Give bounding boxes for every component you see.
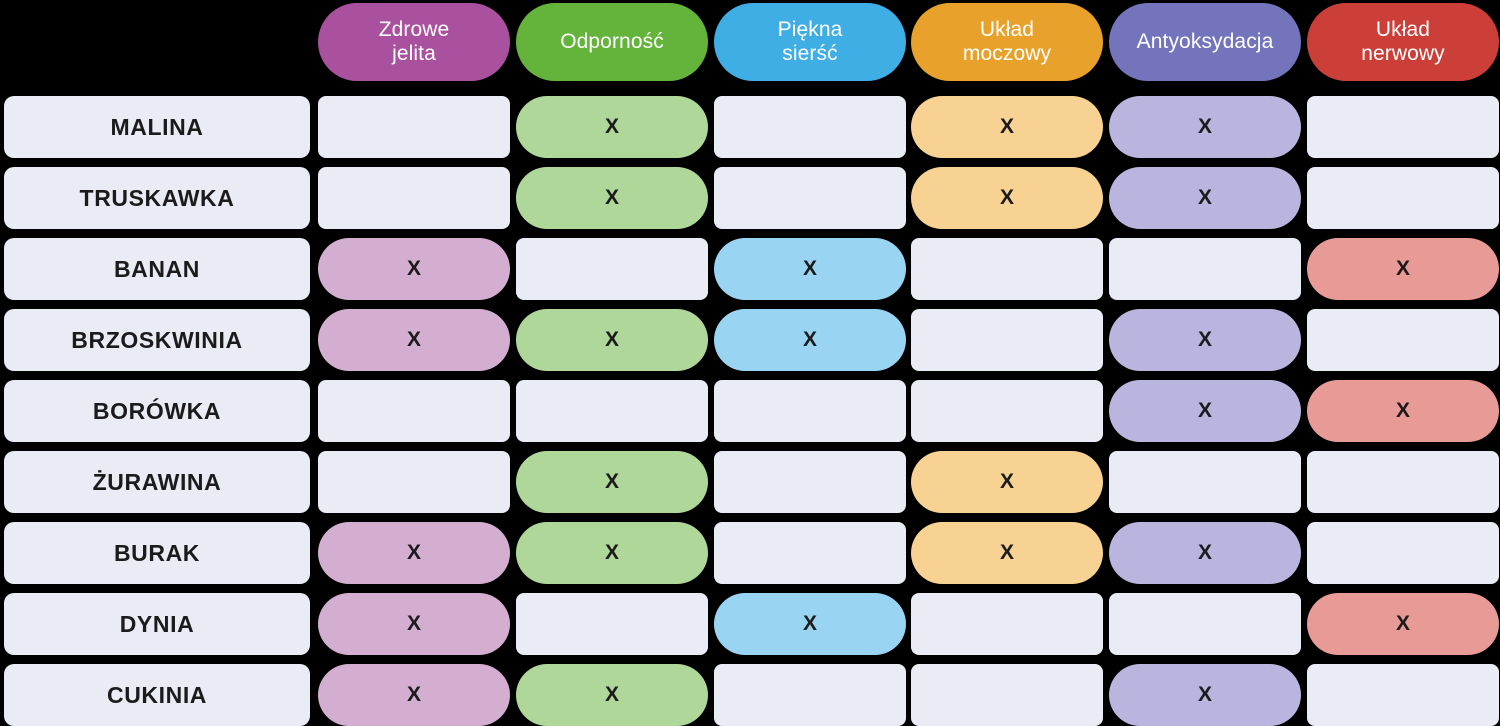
cell-1-piekna-siersc[interactable]	[714, 167, 906, 229]
cell-6-zdrowe-jelita[interactable]: X	[318, 522, 510, 584]
cell-6-uklad-moczowy[interactable]: X	[911, 522, 1103, 584]
cell-6-odpornosc[interactable]: X	[516, 522, 708, 584]
cell-5-zdrowe-jelita[interactable]	[318, 451, 510, 513]
cell-4-zdrowe-jelita[interactable]	[318, 380, 510, 442]
cell-6-antyoksydacja[interactable]: X	[1109, 522, 1301, 584]
grid-junction-mark	[505, 153, 523, 171]
cell-6-piekna-siersc[interactable]	[714, 522, 906, 584]
cell-0-piekna-siersc[interactable]	[714, 96, 906, 158]
cell-6-uklad-nerwowy[interactable]	[1307, 522, 1499, 584]
cell-3-uklad-nerwowy[interactable]	[1307, 309, 1499, 371]
row-label-3: BRZOSKWINIA	[4, 309, 310, 371]
cell-5-uklad-moczowy[interactable]: X	[911, 451, 1103, 513]
cell-4-uklad-nerwowy[interactable]: X	[1307, 380, 1499, 442]
cell-4-uklad-moczowy[interactable]	[911, 380, 1103, 442]
cell-8-uklad-moczowy[interactable]	[911, 664, 1103, 726]
cell-1-uklad-nerwowy[interactable]	[1307, 167, 1499, 229]
cell-0-zdrowe-jelita[interactable]	[318, 96, 510, 158]
cell-7-piekna-siersc[interactable]: X	[714, 593, 906, 655]
cell-4-antyoksydacja[interactable]: X	[1109, 380, 1301, 442]
cell-4-piekna-siersc[interactable]	[714, 380, 906, 442]
cell-1-uklad-moczowy[interactable]: X	[911, 167, 1103, 229]
grid-junction-mark	[1098, 366, 1116, 384]
cell-8-odpornosc[interactable]: X	[516, 664, 708, 726]
cell-4-odpornosc[interactable]	[516, 380, 708, 442]
cell-7-uklad-moczowy[interactable]	[911, 593, 1103, 655]
row-label-0: MALINA	[4, 96, 310, 158]
cell-2-antyoksydacja[interactable]	[1109, 238, 1301, 300]
row-label-7: DYNIA	[4, 593, 310, 655]
cell-7-zdrowe-jelita[interactable]: X	[318, 593, 510, 655]
column-header-odpornosc[interactable]: Odporność	[516, 3, 708, 81]
grid-junction-mark	[505, 508, 523, 526]
row-label-1: TRUSKAWKA	[4, 167, 310, 229]
cell-0-uklad-nerwowy[interactable]	[1307, 96, 1499, 158]
cell-2-uklad-moczowy[interactable]	[911, 238, 1103, 300]
cell-2-odpornosc[interactable]	[516, 238, 708, 300]
cell-2-piekna-siersc[interactable]: X	[714, 238, 906, 300]
cell-3-uklad-moczowy[interactable]	[911, 309, 1103, 371]
cell-7-uklad-nerwowy[interactable]: X	[1307, 593, 1499, 655]
cell-8-uklad-nerwowy[interactable]	[1307, 664, 1499, 726]
cell-8-zdrowe-jelita[interactable]: X	[318, 664, 510, 726]
cell-5-antyoksydacja[interactable]	[1109, 451, 1301, 513]
cell-1-antyoksydacja[interactable]: X	[1109, 167, 1301, 229]
cell-2-uklad-nerwowy[interactable]: X	[1307, 238, 1499, 300]
cell-8-antyoksydacja[interactable]: X	[1109, 664, 1301, 726]
cell-0-odpornosc[interactable]: X	[516, 96, 708, 158]
row-label-5: ŻURAWINA	[4, 451, 310, 513]
row-label-8: CUKINIA	[4, 664, 310, 726]
cell-3-antyoksydacja[interactable]: X	[1109, 309, 1301, 371]
cell-1-zdrowe-jelita[interactable]	[318, 167, 510, 229]
grid-junction-mark	[1098, 153, 1116, 171]
cell-5-odpornosc[interactable]: X	[516, 451, 708, 513]
cell-0-antyoksydacja[interactable]: X	[1109, 96, 1301, 158]
row-label-2: BANAN	[4, 238, 310, 300]
cell-2-zdrowe-jelita[interactable]: X	[318, 238, 510, 300]
row-label-4: BORÓWKA	[4, 380, 310, 442]
cell-8-piekna-siersc[interactable]	[714, 664, 906, 726]
cell-0-uklad-moczowy[interactable]: X	[911, 96, 1103, 158]
row-label-6: BURAK	[4, 522, 310, 584]
column-header-antyoksydacja[interactable]: Antyoksydacja	[1109, 3, 1301, 81]
cell-7-odpornosc[interactable]	[516, 593, 708, 655]
cell-5-uklad-nerwowy[interactable]	[1307, 451, 1499, 513]
cell-1-odpornosc[interactable]: X	[516, 167, 708, 229]
cell-5-piekna-siersc[interactable]	[714, 451, 906, 513]
cell-3-odpornosc[interactable]: X	[516, 309, 708, 371]
cell-3-piekna-siersc[interactable]: X	[714, 309, 906, 371]
cell-7-antyoksydacja[interactable]	[1109, 593, 1301, 655]
grid-junction-mark	[703, 295, 721, 313]
cell-3-zdrowe-jelita[interactable]: X	[318, 309, 510, 371]
